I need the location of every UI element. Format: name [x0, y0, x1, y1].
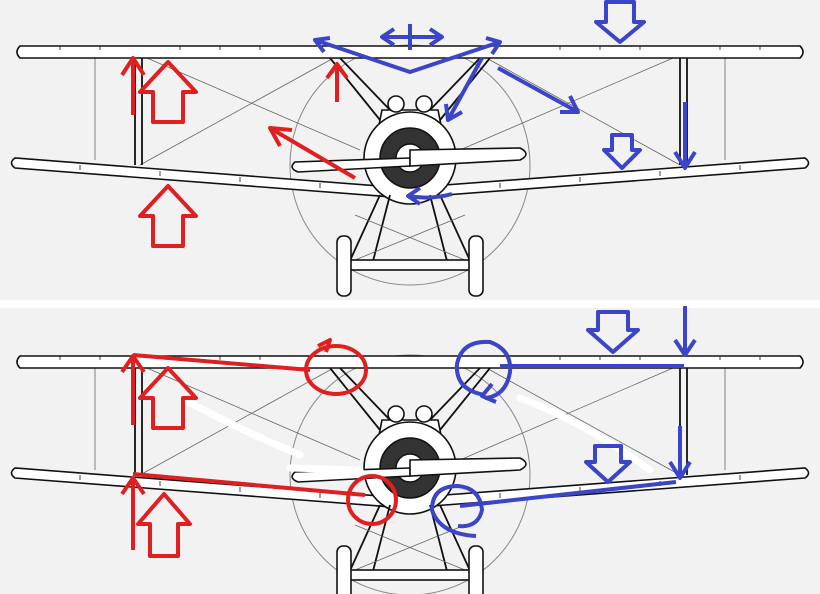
- up-hollow-arrow-icon: [138, 366, 198, 430]
- down-hollow-arrow-icon: [584, 444, 632, 484]
- up-arrow-icon: [120, 56, 146, 115]
- up-hollow-arrow-icon: [136, 492, 192, 558]
- moment-circle-icon: [346, 474, 398, 526]
- moment-circle-icon: [454, 339, 513, 400]
- moment-circle-icon: [304, 344, 368, 396]
- down-arrow-icon: [673, 306, 697, 357]
- down-arrow-icon: [673, 102, 697, 170]
- moment-circle-icon: [430, 484, 484, 538]
- double-arrow-icon: [380, 24, 444, 50]
- blue-force-arrows-top: [313, 0, 697, 206]
- down-hollow-arrow-icon: [586, 310, 640, 354]
- load-line: [132, 472, 366, 497]
- top-panel: [10, 0, 810, 297]
- bottom-panel: [10, 306, 810, 594]
- load-line: [459, 480, 677, 508]
- up-arrow-icon: [325, 62, 349, 102]
- blue-moment-sketch: [430, 306, 697, 538]
- up-hollow-arrow-icon: [138, 60, 198, 124]
- diagonal-arrow-icon: [444, 57, 484, 122]
- up-arrow-icon: [120, 476, 146, 550]
- diagonal-arrow-icon: [268, 126, 357, 180]
- red-moment-sketch: [120, 338, 398, 558]
- v-arrows-icon: [313, 36, 502, 74]
- red-lift-arrows-top: [120, 56, 357, 248]
- up-hollow-arrow-icon: [138, 184, 198, 248]
- curved-arrow-icon: [406, 186, 453, 206]
- load-line: [132, 353, 311, 372]
- panel-divider: [0, 300, 820, 308]
- down-hollow-arrow-icon: [602, 133, 642, 170]
- up-arrow-icon: [120, 354, 146, 425]
- diagonal-arrow-icon: [497, 66, 580, 114]
- down-arrow-icon: [668, 426, 692, 480]
- down-hollow-arrow-icon: [594, 0, 646, 44]
- white-highlight-strokes: [181, 394, 654, 474]
